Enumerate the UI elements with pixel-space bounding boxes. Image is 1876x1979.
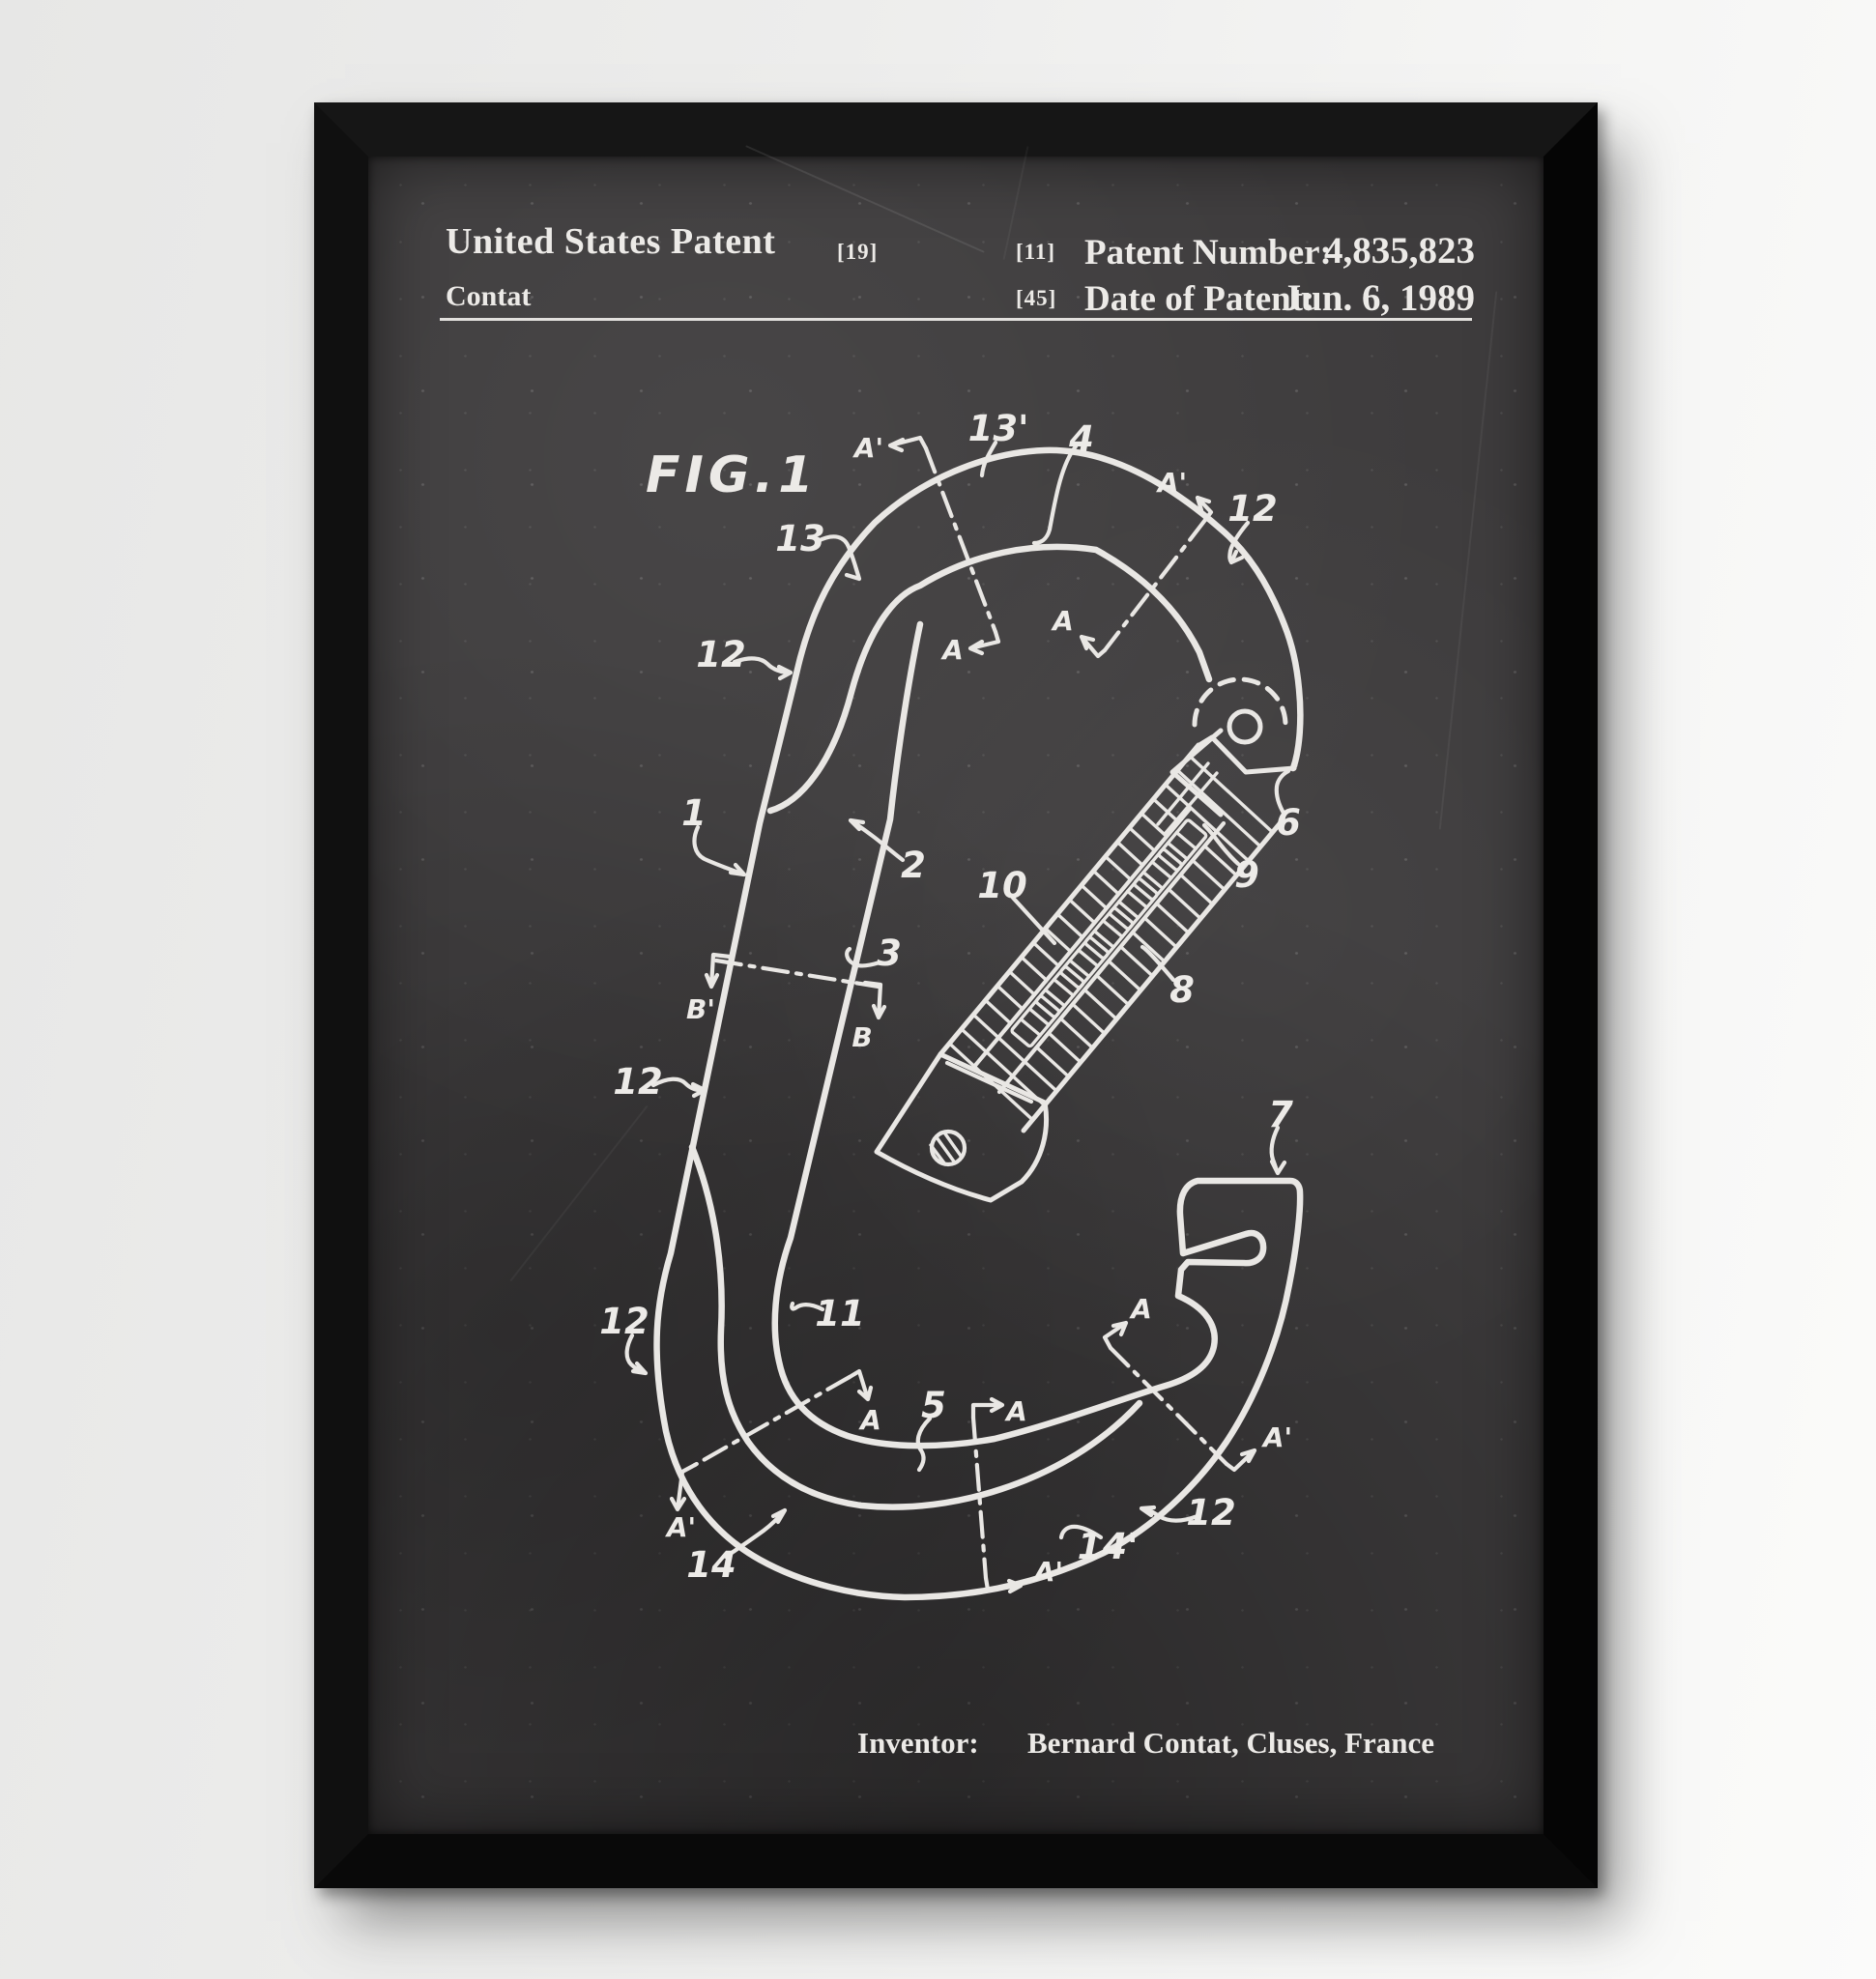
number-ref-code: [11] <box>1016 240 1056 264</box>
date-ref-code: [45] <box>1016 286 1057 310</box>
patent-title: United States Patent <box>446 221 776 262</box>
inventor-value: Bernard Contat, Cluses, France <box>1027 1726 1435 1760</box>
patent-date-value: Jun. 6, 1989 <box>1282 277 1475 319</box>
patent-number-label: Patent Number: <box>1084 233 1332 272</box>
patent-date-label: Date of Patent: <box>1084 279 1315 319</box>
patent-number-value: 4,835,823 <box>1324 230 1475 272</box>
applicant-name: Contat <box>446 280 532 312</box>
kind-code: [19] <box>837 240 879 264</box>
inventor-label: Inventor: <box>857 1726 979 1760</box>
figure-caption: FIG.1 <box>646 446 819 504</box>
patent-poster-paper <box>368 157 1544 1834</box>
header-divider-rule <box>440 318 1472 321</box>
picture-frame <box>314 102 1598 1888</box>
